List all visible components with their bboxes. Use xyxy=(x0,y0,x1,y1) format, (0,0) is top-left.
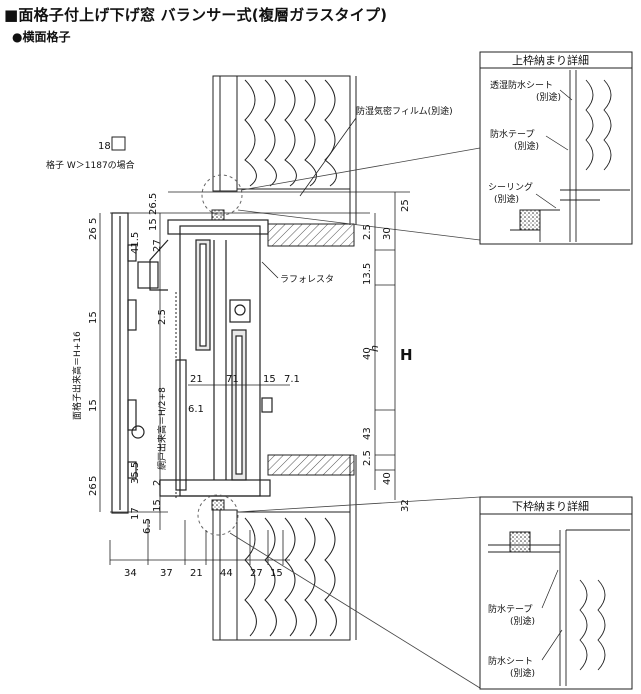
dim-r-32: 32 xyxy=(400,499,411,512)
top-detail-title: 上枠納まり詳細 xyxy=(512,53,589,67)
dim-b-27: 27 xyxy=(250,568,263,579)
dim-71: 71 xyxy=(226,374,239,385)
dim-r-40a: 40 xyxy=(362,347,373,360)
bottom-waterproof-sheet-note: (別途) xyxy=(510,667,535,679)
top-sealing: シーリング xyxy=(488,181,533,193)
lattice-size: 18 xyxy=(98,141,111,152)
lattice-note-label: 格子 W＞1187の場合 xyxy=(46,159,135,171)
bottom-detail-title: 下枠納まり詳細 xyxy=(512,499,589,513)
dim-b-34: 34 xyxy=(124,568,137,579)
dim-2: 2 xyxy=(152,480,163,486)
dim-left-15b: 15 xyxy=(88,399,99,412)
dim-right-25: 25 xyxy=(400,199,411,212)
dim-2-5: 2.5 xyxy=(157,309,168,325)
dim-41-5: 41.5 xyxy=(130,232,141,254)
dim-h: h xyxy=(368,345,381,352)
dim-r-2-5a: 2.5 xyxy=(362,224,373,240)
dim-15: 15 xyxy=(263,374,276,385)
seal-bottom xyxy=(211,499,225,511)
screen-height-label: 網戸出来高＝H/2+8 xyxy=(156,387,168,470)
top-waterproof-tape-note: (別途) xyxy=(514,140,539,152)
wall-upper xyxy=(212,75,357,225)
dim-r-2-5b: 2.5 xyxy=(362,450,373,466)
dim-r-40b: 40 xyxy=(382,472,393,485)
lattice-height-label: 面格子出来高＝H+16 xyxy=(71,331,83,420)
bottom-waterproof-tape-note: (別途) xyxy=(510,615,535,627)
dim-left-15a: 15 xyxy=(88,311,99,324)
lath-label: ラフォレスタ xyxy=(280,274,334,285)
top-sealing-note: (別途) xyxy=(494,193,519,205)
bottom-waterproof-sheet: 防水シート xyxy=(488,655,533,667)
head-timber xyxy=(267,223,355,247)
dim-7-1: 7.1 xyxy=(284,374,300,385)
top-callout-circle xyxy=(201,174,243,216)
dim-6-1: 6.1 xyxy=(188,404,204,415)
dim-b-15: 15 xyxy=(270,568,283,579)
top-detail-box: 上枠納まり詳細 透湿防水シート (別途) 防水テープ (別途) シーリング (別… xyxy=(479,51,633,245)
bottom-callout-circle xyxy=(197,494,239,536)
dim-b-21: 21 xyxy=(190,568,203,579)
dim-top-15: 15 xyxy=(148,218,159,231)
dim-b-44: 44 xyxy=(220,568,233,579)
dim-b-37: 37 xyxy=(160,568,173,579)
dim-left-5b: 5 xyxy=(88,476,99,482)
dim-35-5: 35.5 xyxy=(130,462,141,484)
subtitle: ●横面格子 xyxy=(12,30,71,44)
dim-right-30: 30 xyxy=(382,227,393,240)
moisture-film-label: 防湿気密フィルム(別途) xyxy=(356,105,453,117)
dim-top-26-5: 26.5 xyxy=(148,193,159,215)
sill-timber xyxy=(267,454,355,476)
dim-H: H xyxy=(400,346,413,364)
dim-left-26: 26 xyxy=(88,227,99,240)
dim-r-13-5: 13.5 xyxy=(362,263,373,285)
page-title: ■面格子付上げ下げ窓 バランサー式(複層ガラスタイプ) xyxy=(4,6,388,24)
dim-27: 27 xyxy=(152,239,163,252)
dim-left-5: 5 xyxy=(88,218,99,224)
bottom-waterproof-tape: 防水テープ xyxy=(488,603,532,615)
bottom-detail-box: 下枠納まり詳細 防水テープ (別途) 防水シート (別途) xyxy=(479,496,633,690)
dim-left-26b: 26 xyxy=(88,483,99,496)
dim-21: 21 xyxy=(190,374,203,385)
top-waterproof-tape: 防水テープ xyxy=(490,128,534,140)
dim-15b: 15 xyxy=(152,499,163,512)
window-frame xyxy=(137,219,273,497)
lattice-square-icon xyxy=(111,136,126,151)
top-breathable-sheet-note: (別途) xyxy=(536,91,561,103)
top-breathable-sheet: 透湿防水シート xyxy=(490,79,553,91)
dim-r-43: 43 xyxy=(362,427,373,440)
wall-lower xyxy=(212,455,357,641)
dim-17: 17 xyxy=(130,507,141,520)
dim-6-5: 6.5 xyxy=(142,518,153,534)
